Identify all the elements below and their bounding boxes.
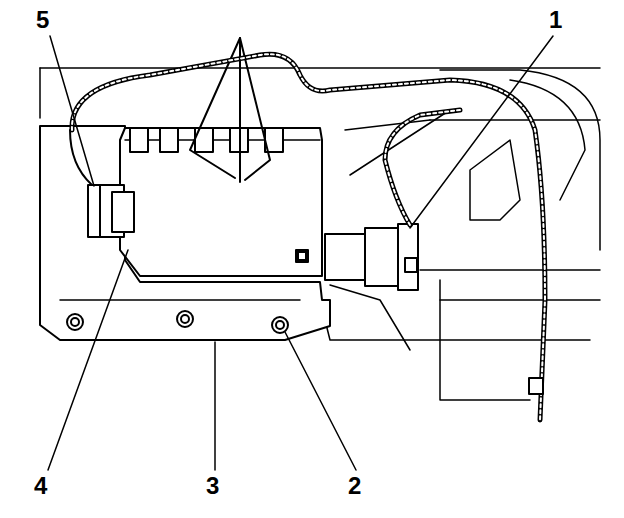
callout-holder: 3 (206, 474, 219, 498)
wiring-harness (72, 54, 545, 420)
callout-holder: 2 (348, 474, 361, 498)
callout-number: 1 (549, 8, 562, 32)
callout-number: 2 (348, 474, 361, 498)
bracket-plate (40, 126, 330, 340)
callout-holder: 1 (549, 8, 562, 32)
callout-number: 5 (36, 8, 49, 32)
left-connector (70, 130, 134, 237)
callout-holder: 4 (34, 474, 47, 498)
callout-holder: 5 (36, 8, 49, 32)
callout-number: 3 (206, 474, 219, 498)
callout-number: 4 (34, 474, 47, 498)
leader-lines (48, 36, 553, 470)
bolts (67, 311, 288, 333)
panel-lines (40, 68, 600, 400)
right-connector (325, 224, 418, 290)
